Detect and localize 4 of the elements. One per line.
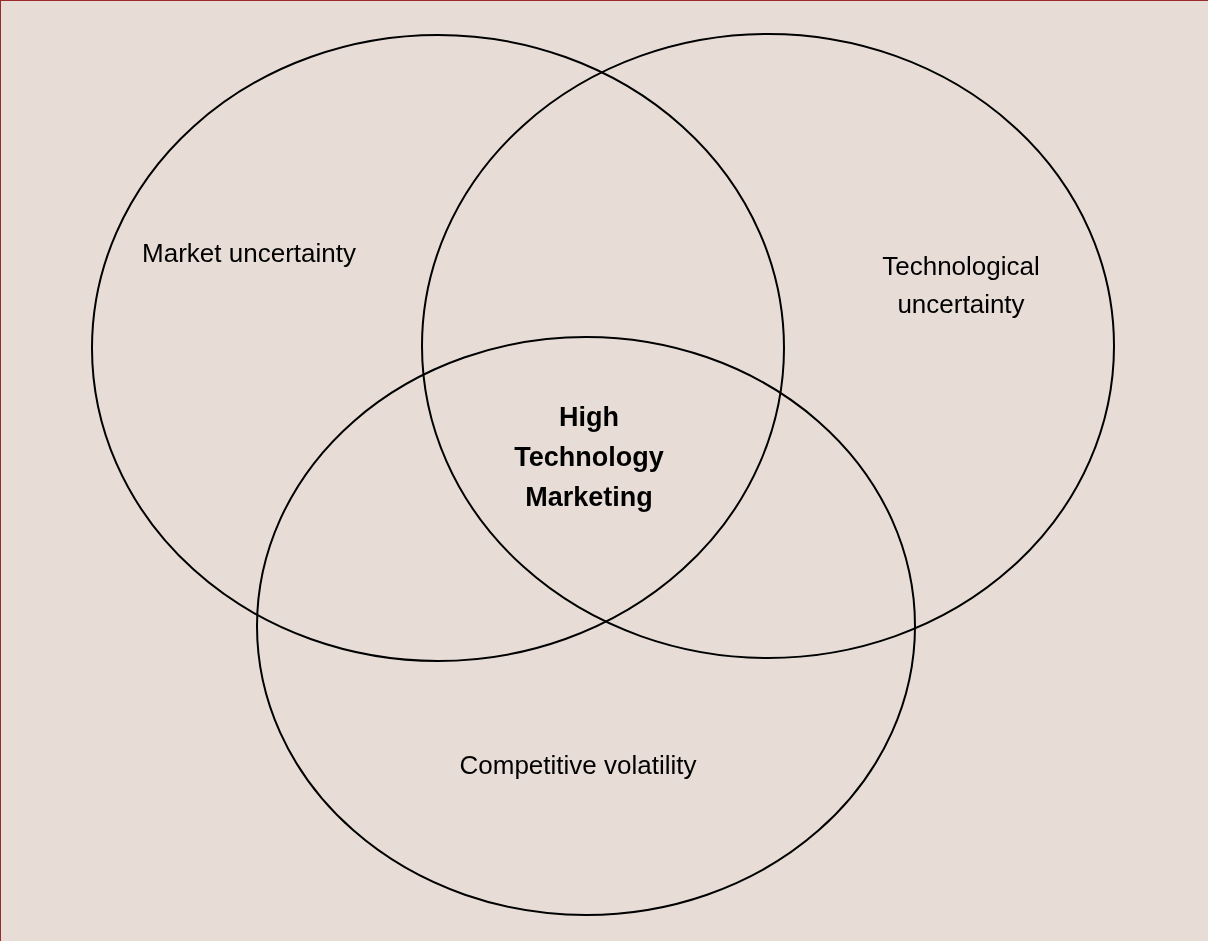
set-label: Market uncertainty [141,237,357,270]
intersection-label: High Technology Marketing [513,401,665,514]
set-label: Competitive volatility [458,749,698,782]
set-label: Technological uncertainty [881,250,1041,321]
